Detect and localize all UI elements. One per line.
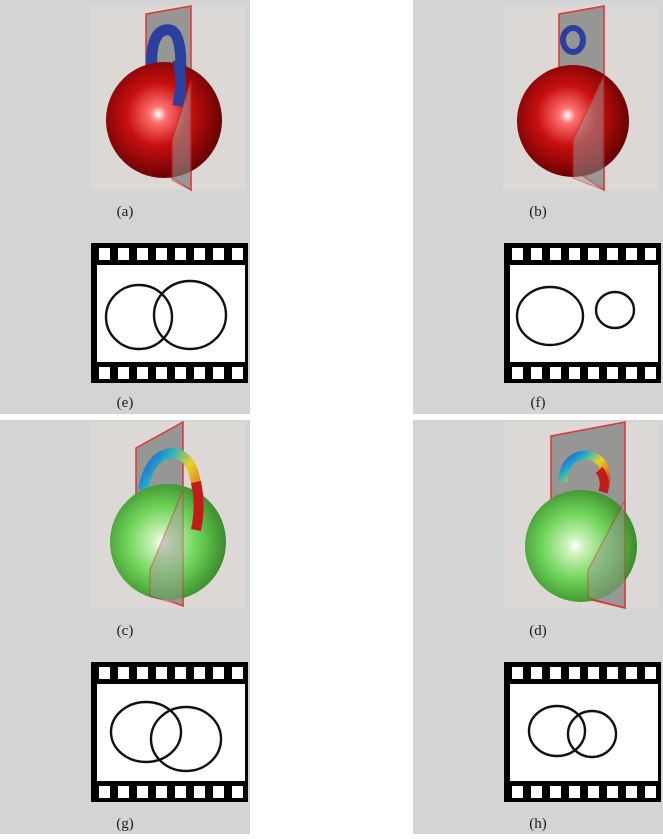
scene-d-image — [503, 421, 658, 609]
panel-c: (c) (g) — [0, 420, 250, 834]
scene-a-image — [90, 5, 245, 192]
scene-b-image — [503, 5, 658, 192]
caption-g: (g) — [116, 816, 134, 832]
film-frame-f — [504, 243, 661, 383]
caption-c: (c) — [116, 623, 134, 639]
projected-circle-left — [104, 283, 174, 351]
film-window — [97, 684, 245, 781]
projected-circle-right — [566, 709, 618, 759]
caption-a: (a) — [116, 204, 134, 220]
sprocket-holes-top — [99, 248, 243, 260]
projected-circle-left — [109, 700, 183, 764]
sprocket-holes-top — [99, 667, 243, 679]
plane-front-edge — [149, 489, 184, 607]
blue-ribbon-front — [172, 58, 187, 108]
caption-f: (f) — [530, 395, 546, 411]
film-frame-g — [91, 662, 248, 802]
sprocket-holes-bottom — [99, 367, 243, 379]
caption-h: (h) — [529, 816, 547, 832]
panel-a: (a) (e) — [0, 0, 250, 414]
caption-d: (d) — [529, 623, 547, 639]
plane-front-edge — [587, 499, 626, 609]
projected-circle-small — [594, 290, 636, 330]
scene-c-image — [90, 420, 245, 608]
sprocket-holes-top — [512, 667, 656, 679]
projected-circle-right — [152, 279, 228, 351]
film-frame-e — [91, 243, 248, 383]
sprocket-holes-bottom — [99, 786, 243, 798]
panel-d: (d) (h) — [413, 420, 663, 834]
sprocket-holes-top — [512, 248, 656, 260]
projected-circle-large — [515, 285, 585, 347]
blue-ring-back — [560, 25, 586, 55]
sprocket-holes-bottom — [512, 367, 656, 379]
projected-circle-right — [149, 705, 223, 773]
rainbow-ribbon-front — [595, 466, 609, 494]
caption-e: (e) — [116, 395, 134, 411]
rainbow-ribbon-front — [191, 480, 204, 532]
red-sphere — [106, 62, 222, 178]
plane-front-edge — [572, 74, 605, 191]
panel-b: (b) (f) — [413, 0, 663, 414]
sprocket-holes-bottom — [512, 786, 656, 798]
projected-circle-left — [527, 704, 587, 758]
film-frame-h — [504, 662, 661, 802]
plane-front-edge — [171, 79, 192, 191]
caption-b: (b) — [529, 204, 547, 220]
